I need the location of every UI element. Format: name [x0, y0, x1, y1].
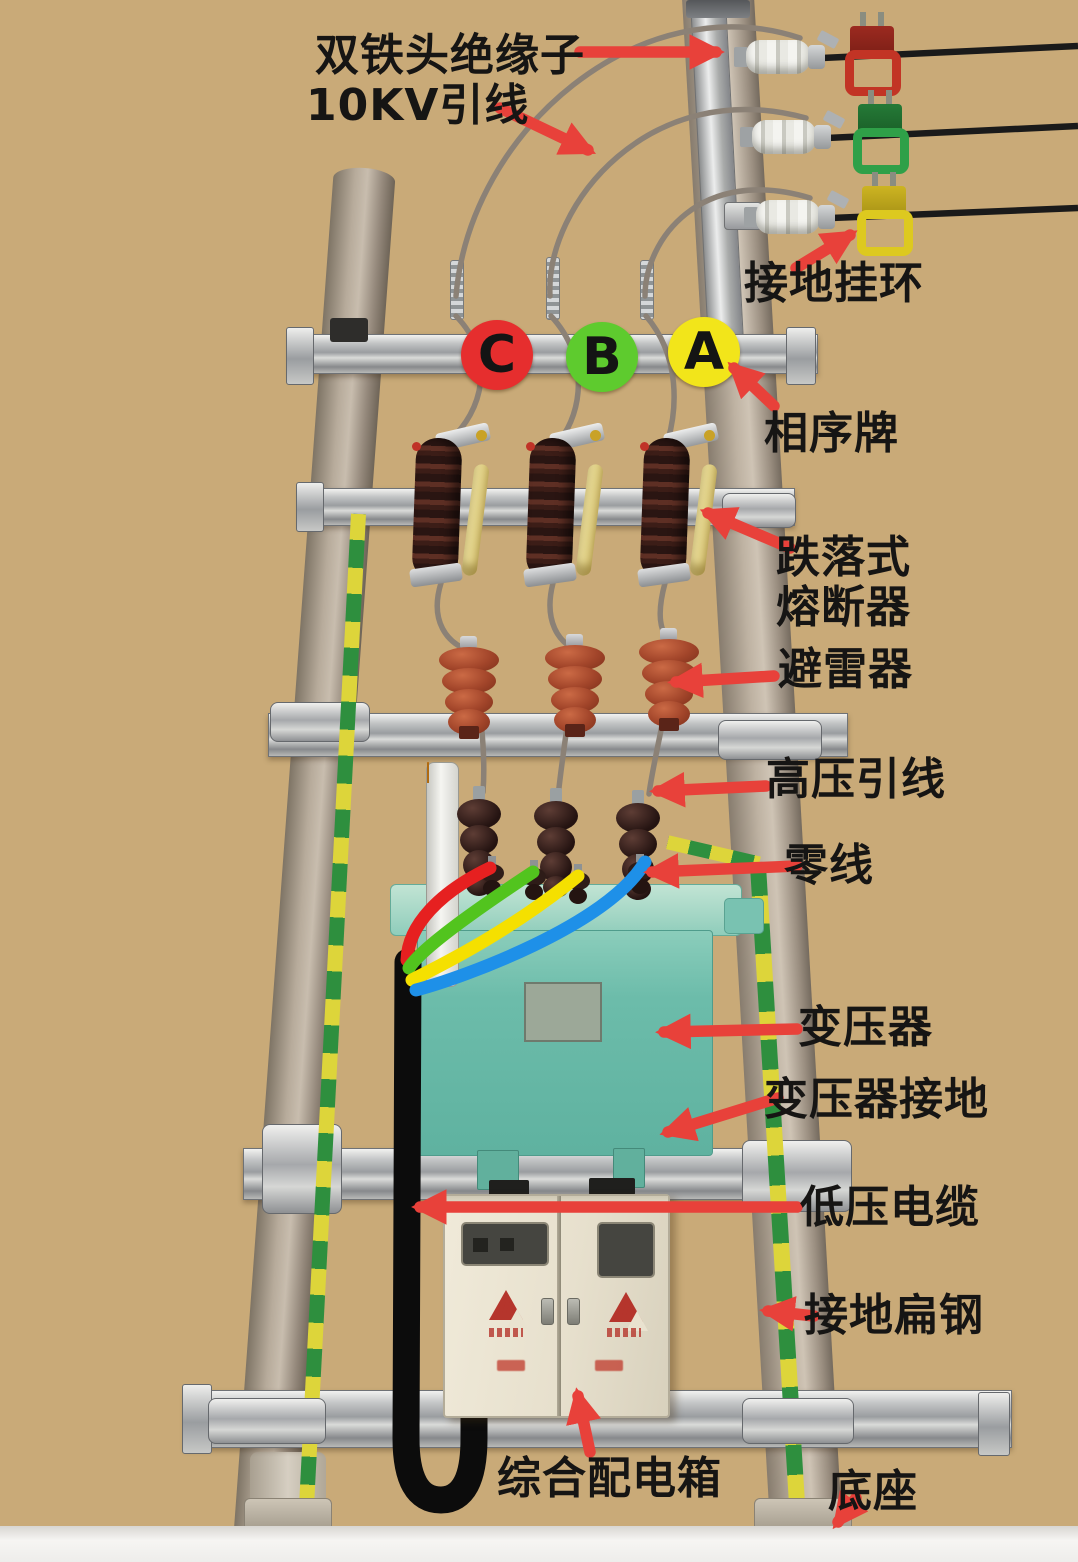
- ground-ring-green: [850, 90, 916, 176]
- jumper-insulator2: [547, 106, 809, 299]
- crossarm1-right-cap: [786, 327, 816, 385]
- insulator-1: [734, 29, 840, 78]
- dropout-fuse-2: [520, 422, 632, 590]
- ground-surface: [0, 1526, 1078, 1562]
- arrester-2: [544, 634, 606, 737]
- phase-plate-b: B: [566, 322, 638, 392]
- dropout-fuse-1: [406, 422, 518, 590]
- crossarm1-bolt-block: [330, 318, 368, 342]
- dropout-fuse-3: [634, 422, 746, 590]
- arrow-hv-lead: [649, 771, 772, 808]
- crossarm5-left-clamp: [208, 1398, 326, 1444]
- label-dropout-fuse-line1: 跌落式: [776, 532, 911, 583]
- crossarm5-right-clamp: [742, 1398, 854, 1444]
- crossarm4-right-clamp: [742, 1140, 852, 1212]
- arrow-ground-flat-steel: [759, 1296, 820, 1332]
- arrow-base: [832, 1489, 869, 1530]
- warning-triangle-left: [489, 1290, 523, 1320]
- box-bracket-2: [589, 1178, 635, 1195]
- crossarm3-right-clamp: [718, 720, 822, 760]
- transformer-nameplate: [524, 982, 602, 1042]
- lv-cable-black: [392, 948, 488, 1514]
- lv-wire-blue: [409, 855, 652, 997]
- jumper-insulator3: [642, 187, 813, 299]
- arrow-10kv-lead: [494, 102, 597, 156]
- label-distribution-box: 综合配电箱: [497, 1453, 722, 1504]
- box-bracket-1: [489, 1180, 529, 1197]
- crossarm5-left-cap: [182, 1384, 212, 1454]
- arrester-1: [438, 636, 500, 739]
- label-ground-flat-steel: 接地扁钢: [804, 1290, 984, 1341]
- label-arrester: 避雷器: [778, 644, 913, 695]
- label-hv-lead: 高压引线: [766, 754, 946, 805]
- label-transformer: 变压器: [798, 1002, 933, 1053]
- box-handle-left: [541, 1298, 554, 1325]
- label-10kv-lead: 10KV引线: [306, 80, 530, 131]
- ground-ring-yellow: [854, 172, 920, 258]
- crossarm2-left-cap: [296, 482, 324, 532]
- box-red-marking-left: [497, 1360, 525, 1371]
- insulator-3: [744, 189, 850, 238]
- crossarm5-right-cap: [978, 1392, 1010, 1456]
- label-base: 底座: [828, 1466, 918, 1517]
- box-window-right: [597, 1222, 655, 1278]
- jumper-insulator1: [453, 24, 803, 299]
- label-ground-hang-ring: 接地挂环: [744, 258, 924, 309]
- arrow-transformer: [655, 1013, 803, 1050]
- arrow-distribution-box: [566, 1387, 602, 1458]
- label-dropout-fuse-line2: 熔断器: [776, 582, 911, 633]
- lv-wire-red: [400, 861, 497, 967]
- warning-triangle-right: [609, 1292, 643, 1322]
- lv-wire-yellow: [405, 869, 585, 987]
- arrow-ground-hang-ring: [790, 229, 858, 274]
- jumper-post3-fuse3: [643, 313, 677, 443]
- label-double-iron-insulator: 双铁头绝缘子: [315, 30, 585, 81]
- label-phase-sequence-plate: 相序牌: [764, 408, 899, 459]
- phase-plate-c: C: [461, 320, 533, 390]
- box-red-marking-right: [595, 1360, 623, 1371]
- crossarm-transformer-support: [243, 1148, 838, 1200]
- lv-wire-green: [402, 865, 540, 975]
- arrow-dropout-fuse: [699, 507, 796, 554]
- label-neutral: 零线: [784, 840, 874, 891]
- crossarm1-left-cap: [286, 327, 314, 385]
- label-transformer-ground: 变压器接地: [764, 1074, 989, 1125]
- pole-top-hardware: [686, 0, 750, 18]
- arrow-phase-sequence-plate: [727, 361, 780, 412]
- arrow-neutral: [643, 853, 803, 889]
- box-door-seam: [557, 1196, 561, 1416]
- box-handle-right: [567, 1298, 580, 1325]
- arrow-arrester: [667, 662, 780, 699]
- insulator-2: [740, 109, 846, 158]
- label-lv-cable: 低压电缆: [800, 1182, 980, 1233]
- transformer-side-fitting: [724, 898, 764, 934]
- arrow-transformer-ground: [659, 1092, 784, 1142]
